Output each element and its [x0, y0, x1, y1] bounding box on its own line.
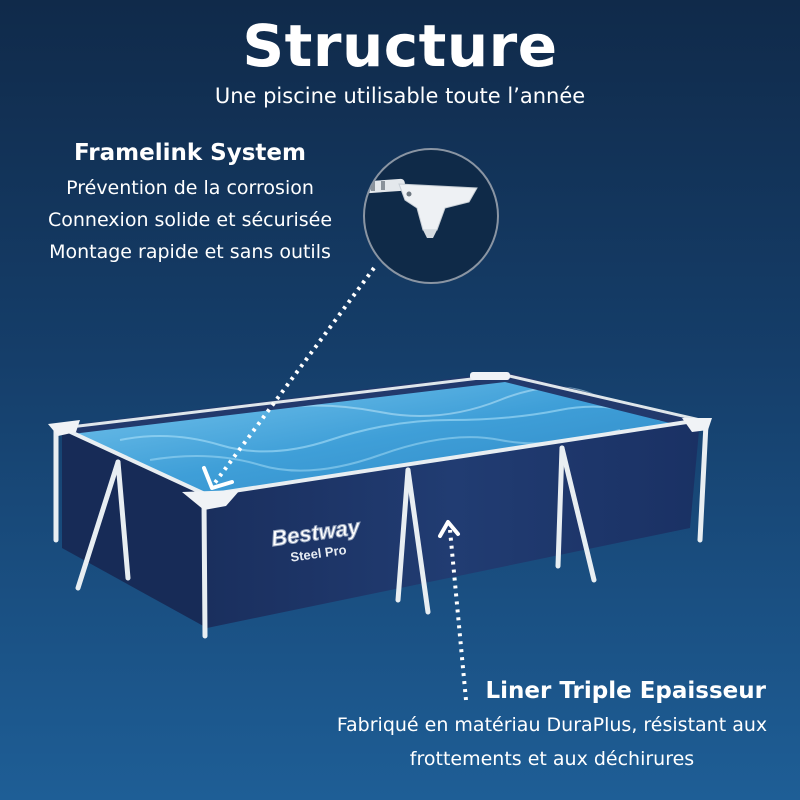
liner-callout: Liner Triple Epaisseur Fabriqué en matér… — [322, 678, 782, 776]
framelink-callout: Framelink System Prévention de la corros… — [20, 140, 360, 268]
liner-description: Fabriqué en matériau DuraPlus, résistant… — [336, 714, 768, 770]
framelink-feature: Prévention de la corrosion — [66, 177, 314, 199]
liner-arrow — [448, 529, 468, 701]
connector-zoom-image — [363, 148, 499, 284]
liner-arrow-head — [438, 520, 460, 538]
framelink-heading: Framelink System — [74, 140, 306, 166]
page-title: Structure — [242, 12, 558, 80]
liner-heading: Liner Triple Epaisseur — [485, 678, 766, 704]
framelink-arrow — [212, 266, 376, 486]
framelink-feature: Connexion solide et sécurisée — [47, 209, 333, 231]
page-subtitle: Une piscine utilisable toute l’année — [214, 84, 586, 108]
framelink-connector-image — [365, 178, 478, 238]
framelink-arrow-head — [202, 466, 234, 490]
framelink-feature: Montage rapide et sans outils — [49, 241, 331, 263]
